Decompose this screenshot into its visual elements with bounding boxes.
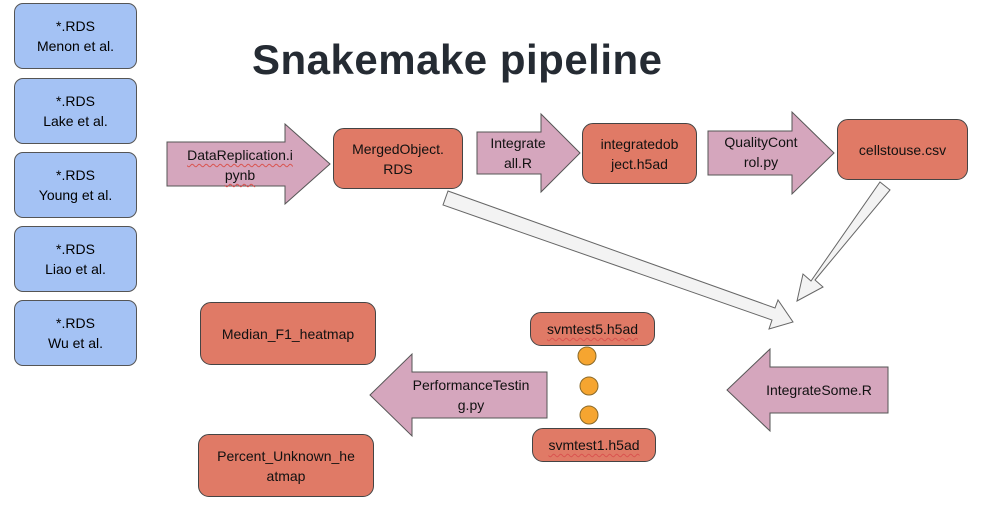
- source-name: Wu et al.: [48, 335, 103, 351]
- percent-unknown-heatmap-node[interactable]: Percent_Unknown_he atmap: [198, 434, 374, 497]
- data-replication-label: DataReplication.i pynb: [187, 147, 293, 183]
- merged-object-node[interactable]: MergedObject. RDS: [333, 128, 463, 189]
- source-box-young[interactable]: *.RDS Young et al.: [14, 152, 137, 218]
- merged-to-integrate-some-connector: [442, 190, 794, 330]
- svmtest1-node[interactable]: svmtest1.h5ad: [532, 428, 656, 462]
- integrate-all-arrow[interactable]: [476, 112, 581, 194]
- percent-unknown-heatmap-label: Percent_Unknown_he atmap: [217, 447, 355, 484]
- source-format: *.RDS: [56, 167, 95, 183]
- page-title: Snakemake pipeline: [252, 36, 663, 83]
- source-format: *.RDS: [56, 93, 95, 109]
- integrate-some-arrow[interactable]: [726, 347, 889, 433]
- source-format: *.RDS: [56, 18, 95, 34]
- source-format: *.RDS: [56, 315, 95, 331]
- integrate-all-label: Integrate all.R: [490, 135, 546, 171]
- quality-control-label: QualityCont rol.py: [724, 134, 798, 170]
- svmtest1-label: svmtest1.h5ad: [548, 437, 640, 453]
- cellstouse-label: cellstouse.csv: [858, 141, 947, 158]
- data-replication-arrow[interactable]: [166, 122, 331, 206]
- source-box-menon[interactable]: *.RDS Menon et al.: [14, 3, 137, 69]
- median-f1-heatmap-node[interactable]: Median_F1_heatmap: [200, 302, 376, 365]
- ellipsis-dot: [577, 346, 597, 366]
- svmtest5-node[interactable]: svmtest5.h5ad: [530, 312, 655, 346]
- integrated-object-label: integratedob ject.h5ad: [600, 135, 679, 172]
- median-f1-heatmap-label: Median_F1_heatmap: [221, 325, 355, 342]
- ellipsis-dot: [579, 405, 599, 425]
- source-name: Liao et al.: [45, 261, 106, 277]
- merged-object-label: MergedObject. RDS: [352, 140, 444, 177]
- source-box-liao[interactable]: *.RDS Liao et al.: [14, 226, 137, 292]
- source-name: Lake et al.: [43, 113, 108, 129]
- integrated-object-node[interactable]: integratedob ject.h5ad: [582, 123, 697, 184]
- quality-control-arrow[interactable]: [707, 110, 835, 196]
- svmtest5-label: svmtest5.h5ad: [546, 321, 639, 337]
- integrate-some-label: IntegrateSome.R: [766, 382, 872, 398]
- cellstouse-node[interactable]: cellstouse.csv: [837, 119, 968, 180]
- source-box-lake[interactable]: *.RDS Lake et al.: [14, 78, 137, 144]
- ellipsis-dot: [579, 376, 599, 396]
- source-format: *.RDS: [56, 241, 95, 257]
- performance-testing-label: PerformanceTestin g.py: [412, 377, 530, 413]
- source-box-wu[interactable]: *.RDS Wu et al.: [14, 300, 137, 366]
- cells-to-integrate-some-connector: [796, 181, 891, 302]
- source-name: Young et al.: [38, 187, 113, 203]
- performance-testing-arrow[interactable]: [369, 352, 548, 438]
- source-name: Menon et al.: [36, 38, 115, 54]
